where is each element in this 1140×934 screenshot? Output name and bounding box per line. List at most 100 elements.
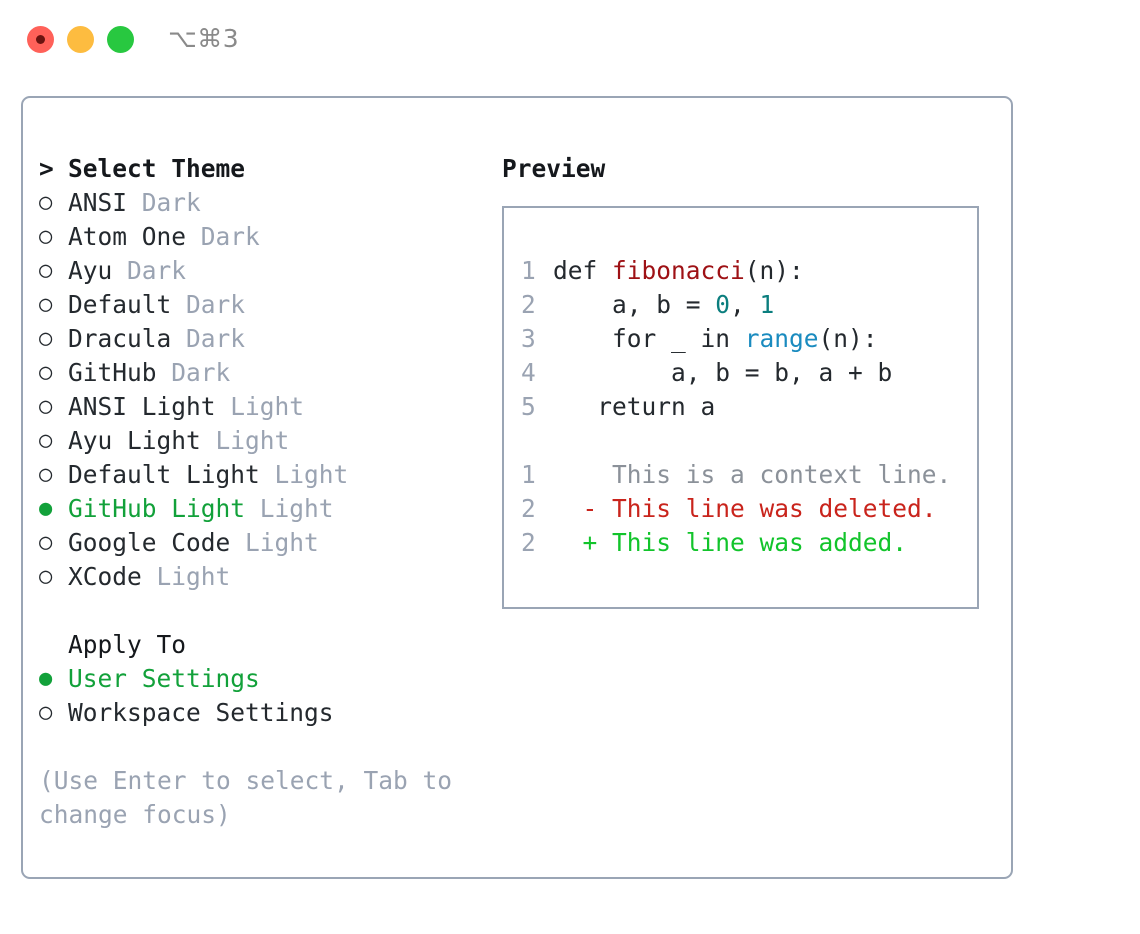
radio-unselected-icon: ○ xyxy=(39,530,53,555)
theme-name-label: ANSI xyxy=(68,188,128,217)
line-number: 2 xyxy=(521,494,536,523)
theme-picker-heading: > Select Theme xyxy=(39,152,499,186)
code-line: 4 a, b = b, a + b xyxy=(521,356,969,390)
apply-to-heading: ○Apply To xyxy=(39,628,499,662)
code-token: return a xyxy=(553,392,716,421)
apply-to-section: ○Apply To ●User Settings○Workspace Setti… xyxy=(39,628,499,730)
theme-name-label: ANSI Light xyxy=(68,392,216,421)
theme-list-item[interactable]: ○Atom One Dark xyxy=(39,220,499,254)
title-bar: ⌥⌘3 xyxy=(0,0,1140,78)
theme-name-label: Ayu xyxy=(68,256,113,285)
line-number: 1 xyxy=(521,256,536,285)
radio-unselected-icon: ○ xyxy=(39,360,53,385)
radio-selected-icon: ● xyxy=(39,496,53,521)
theme-list-item[interactable]: ○ Ayu Dark xyxy=(39,254,499,288)
theme-name-label: XCode xyxy=(68,562,142,591)
theme-name-label: Default Light xyxy=(68,460,260,489)
diff-line-text: + This line was added. xyxy=(553,528,908,557)
theme-list-item[interactable]: ○Ayu Light Light xyxy=(39,424,499,458)
theme-selection-column: >Select Theme ○ANSI Dark○Atom One Dark○A… xyxy=(39,152,499,832)
code-token: a, b = xyxy=(553,290,716,319)
diff-sample: 1 This is a context line.2 - This line w… xyxy=(521,458,969,560)
code-token: def xyxy=(553,256,613,285)
theme-list-item[interactable]: ○ Default Light Light xyxy=(39,458,499,492)
radio-unselected-icon: ○ xyxy=(39,564,53,589)
theme-list-item[interactable]: ○Google Code Light xyxy=(39,526,499,560)
theme-variant-label: Dark xyxy=(171,290,246,319)
radio-selected-icon: ● xyxy=(39,666,53,691)
apply-to-marker-spacer: ○ xyxy=(39,628,68,662)
theme-name-label: Default xyxy=(68,290,172,319)
code-token: 1 xyxy=(759,290,775,319)
traffic-light-controls xyxy=(27,26,134,53)
code-token: a, b = b, a + b xyxy=(553,358,893,387)
line-number: 4 xyxy=(521,358,536,387)
minimize-window-button[interactable] xyxy=(67,26,94,53)
theme-variant-label: Dark xyxy=(171,324,246,353)
theme-list-item[interactable]: ○ Default Dark xyxy=(39,288,499,322)
theme-variant-label: Light xyxy=(245,494,334,523)
code-diff-separator xyxy=(521,424,969,458)
code-line: 2 a, b = 0, 1 xyxy=(521,288,969,322)
main-content-panel: >Select Theme ○ANSI Dark○Atom One Dark○A… xyxy=(21,96,1013,879)
prompt-caret-icon: > xyxy=(39,154,54,183)
code-line: 5 return a xyxy=(521,390,969,424)
theme-picker-heading-label: Select Theme xyxy=(68,154,246,183)
line-number: 2 xyxy=(521,528,536,557)
theme-name-label: GitHub xyxy=(68,358,157,387)
apply-to-option[interactable]: ○Workspace Settings xyxy=(39,696,499,730)
diff-line: 2 - This line was deleted. xyxy=(521,492,969,526)
apply-to-option-label: User Settings xyxy=(68,664,260,693)
radio-unselected-icon: ○ xyxy=(39,394,53,419)
radio-unselected-icon: ○ xyxy=(39,700,53,725)
theme-list-item[interactable]: ○ ANSI Dark xyxy=(39,186,499,220)
theme-variant-label: Light xyxy=(259,460,349,489)
code-line: 3 for _ in range(n): xyxy=(521,322,969,356)
diff-line: 2 + This line was added. xyxy=(521,526,969,560)
theme-name-label: Ayu Light xyxy=(68,426,201,455)
theme-name-label: Dracula xyxy=(68,324,172,353)
theme-list-item[interactable]: ○Dracula Dark xyxy=(39,322,499,356)
line-number: 5 xyxy=(521,392,536,421)
theme-list: ○ANSI Dark○Atom One Dark○Ayu Dark○Defaul… xyxy=(39,186,499,594)
apply-to-heading-label: Apply To xyxy=(68,630,187,659)
apply-to-option[interactable]: ● User Settings xyxy=(39,662,499,696)
line-number: 1 xyxy=(521,460,536,489)
maximize-window-button[interactable] xyxy=(107,26,134,53)
diff-line-text: This is a context line. xyxy=(553,460,952,489)
line-number: 2 xyxy=(521,290,536,319)
theme-variant-label: Dark xyxy=(112,256,187,285)
theme-list-item[interactable]: ○ GitHub Dark xyxy=(39,356,499,390)
theme-list-item[interactable]: ● GitHub Light Light xyxy=(39,492,499,526)
radio-unselected-icon: ○ xyxy=(39,190,53,215)
radio-unselected-icon: ○ xyxy=(39,258,53,283)
theme-name-label: GitHub Light xyxy=(68,494,246,523)
code-token: (n): xyxy=(818,324,878,353)
apply-to-list: ● User Settings ○Workspace Settings xyxy=(39,662,499,730)
code-token: fibonacci xyxy=(612,256,745,285)
theme-variant-label: Light xyxy=(215,392,305,421)
theme-name-label: Atom One xyxy=(68,222,187,251)
theme-variant-label: Light xyxy=(230,528,319,557)
theme-list-item[interactable]: ○ ANSI Light Light xyxy=(39,390,499,424)
close-window-button[interactable] xyxy=(27,26,54,53)
radio-unselected-icon: ○ xyxy=(39,428,53,453)
theme-list-item[interactable]: ○XCode Light xyxy=(39,560,499,594)
code-token: for _ in xyxy=(553,324,745,353)
keyboard-hint-text: (Use Enter to select, Tab to change focu… xyxy=(39,766,467,829)
radio-unselected-icon: ○ xyxy=(39,292,53,317)
radio-unselected-icon: ○ xyxy=(39,462,53,487)
diff-line: 1 This is a context line. xyxy=(521,458,969,492)
code-token: range xyxy=(744,324,819,353)
theme-variant-label: Dark xyxy=(127,188,201,217)
keyboard-shortcut-label: ⌥⌘3 xyxy=(168,24,240,53)
theme-variant-label: Dark xyxy=(156,358,231,387)
line-number: 3 xyxy=(521,324,536,353)
diff-line-text: - This line was deleted. xyxy=(553,494,937,523)
